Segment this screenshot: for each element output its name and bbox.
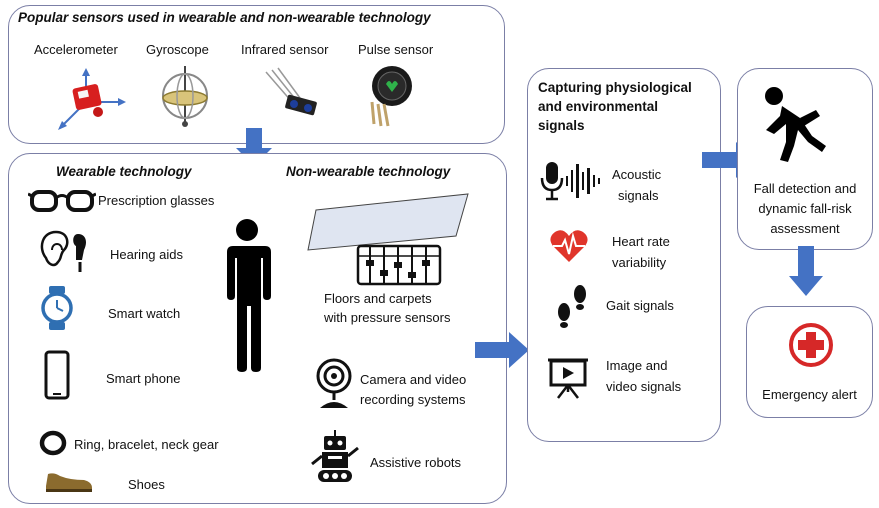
label-gait: Gait signals <box>606 298 674 313</box>
label-smart-watch: Smart watch <box>108 306 181 321</box>
label-ring-bracelet: Ring, bracelet, neck gear <box>74 437 219 452</box>
label-acoustic-signals: signals <box>618 188 659 203</box>
label-heart-variability: variability <box>612 255 667 270</box>
label-robots: Assistive robots <box>370 455 462 470</box>
fall-detection-panel <box>737 68 873 250</box>
signals-title-line1: Capturing physiological <box>538 80 692 95</box>
label-camera-recording: recording systems <box>360 392 466 407</box>
microphone-icon <box>540 160 604 202</box>
smart-phone-icon <box>44 350 70 400</box>
heart-rate-icon <box>549 228 589 264</box>
pressure-floor-icon <box>306 190 474 286</box>
robot-icon <box>310 430 360 484</box>
person-icon <box>217 218 277 372</box>
label-image: Image and <box>606 358 668 373</box>
fall-label-line3: assessment <box>770 221 840 236</box>
label-prescription-glasses: Prescription glasses <box>98 193 215 208</box>
signals-panel <box>527 68 721 442</box>
label-camera: Camera and video <box>360 372 467 387</box>
arrow-down-icon <box>789 246 823 296</box>
camera-icon <box>314 358 354 410</box>
hearing-aid-icon <box>36 228 92 276</box>
video-screen-icon <box>546 356 590 400</box>
label-floors-pressure: with pressure sensors <box>324 310 451 325</box>
gyroscope-icon <box>157 64 213 128</box>
emergency-alert-label: Emergency alert <box>762 387 857 402</box>
label-heart-rate: Heart rate <box>612 234 670 249</box>
label-video-signals: video signals <box>606 379 682 394</box>
falling-person-icon <box>760 84 834 164</box>
pulse-sensor-icon <box>362 64 418 128</box>
nonwearable-title: Non-wearable technology <box>286 164 451 179</box>
medical-cross-icon <box>788 322 834 368</box>
arrow-right-icon <box>475 332 531 368</box>
smart-watch-icon <box>40 286 74 330</box>
infrared-sensor-icon <box>262 66 322 126</box>
label-shoes: Shoes <box>128 477 165 492</box>
glasses-icon <box>28 186 96 214</box>
accelerometer-icon <box>56 68 128 132</box>
footprints-icon <box>552 282 592 332</box>
sensor-label-pulse: Pulse sensor <box>358 42 434 57</box>
wearable-title: Wearable technology <box>56 164 192 179</box>
label-smart-phone: Smart phone <box>106 371 181 386</box>
label-hearing-aids: Hearing aids <box>110 247 183 262</box>
sensor-label-gyroscope: Gyroscope <box>146 42 209 57</box>
signals-title-line3: signals <box>538 118 585 133</box>
fall-label-line2: dynamic fall-risk <box>758 201 852 216</box>
sensors-panel <box>8 5 505 144</box>
sensor-label-accelerometer: Accelerometer <box>34 42 118 57</box>
fall-label-line1: Fall detection and <box>753 181 857 196</box>
signals-title-line2: and environmental <box>538 99 659 114</box>
sensor-label-infrared: Infrared sensor <box>241 42 329 57</box>
ring-icon <box>38 430 68 456</box>
label-floors: Floors and carpets <box>324 291 432 306</box>
sensors-title: Popular sensors used in wearable and non… <box>18 10 431 25</box>
label-acoustic: Acoustic <box>612 167 662 182</box>
shoe-icon <box>44 466 94 494</box>
